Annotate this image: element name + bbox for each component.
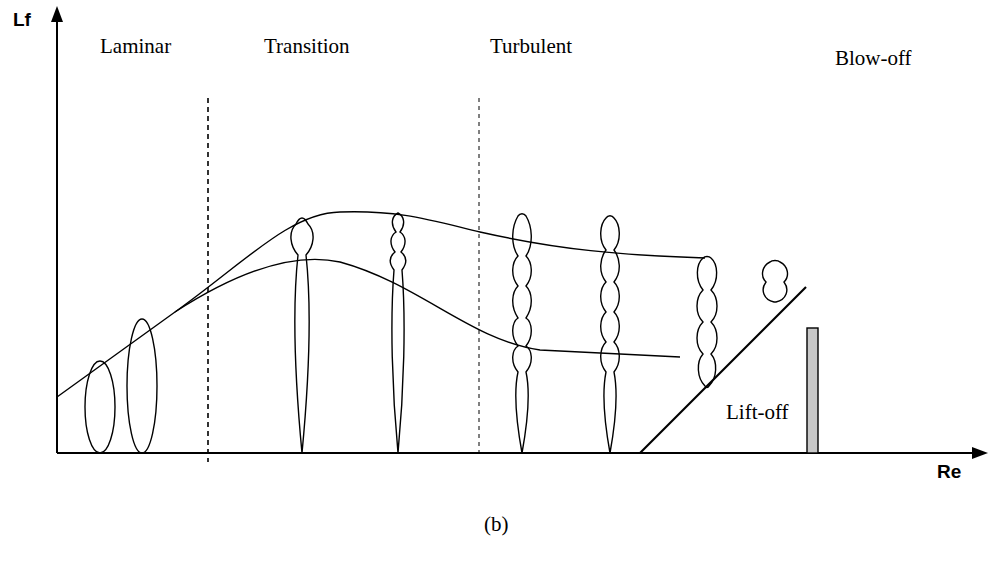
axis-label: Lf <box>13 10 31 29</box>
transition-flame <box>291 218 313 453</box>
regime-divider <box>479 98 480 453</box>
lifted-flame <box>763 261 788 303</box>
axis-label: Re <box>937 462 961 481</box>
figure-label: (b) <box>484 514 509 535</box>
regime-divider <box>207 98 209 462</box>
turbulent-flame <box>513 214 532 453</box>
lift-off-label: Lift-off <box>726 402 789 423</box>
laminar-flame <box>127 319 157 453</box>
lift-off-line <box>640 287 806 453</box>
y-axis <box>56 14 58 453</box>
blow-off-label: Blow-off <box>835 48 912 69</box>
regime-label: Laminar <box>100 36 171 57</box>
axis-arrowhead <box>972 447 988 459</box>
transition-flame <box>390 213 405 453</box>
axis-arrowhead <box>51 6 63 22</box>
regime-label: Transition <box>264 36 350 57</box>
x-axis <box>57 452 978 454</box>
flame-length-curve <box>57 212 705 397</box>
regime-label: Turbulent <box>490 36 572 57</box>
lifted-flame <box>697 257 717 388</box>
turbulent-flame <box>601 216 620 453</box>
laminar-flame <box>85 361 115 453</box>
blow-off-bar <box>807 328 818 453</box>
